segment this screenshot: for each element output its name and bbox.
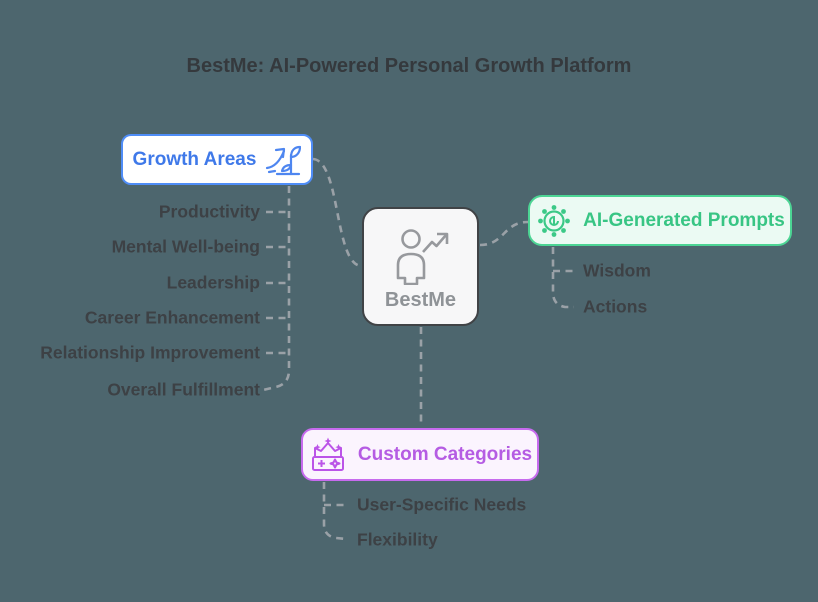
node-custom-categories: Custom Categories: [301, 428, 539, 481]
leaf-flexibility: Flexibility: [357, 529, 438, 550]
edge-growth-to-center: [312, 157, 363, 268]
node-ai-generated-prompts: AI-Generated Prompts: [528, 195, 792, 246]
leaf-actions: Actions: [583, 296, 648, 317]
edge-custom-children-spine: [322, 482, 347, 541]
leaf-user-specific-needs: User-Specific Needs: [357, 494, 527, 515]
person-trending-up-icon: [396, 229, 448, 285]
plant-growth-icon: [266, 145, 302, 175]
leaf-wisdom: Wisdom: [583, 260, 651, 281]
crown-category-icon: [311, 437, 344, 471]
diagram-title: BestMe: AI-Powered Personal Growth Platf…: [186, 55, 632, 77]
edge-growth-children-spine: [262, 186, 291, 392]
leaf-leadership: Leadership: [166, 272, 260, 293]
leaf-career-enhancement: Career Enhancement: [84, 307, 260, 328]
leaf-relationship-improvement: Relationship Improvement: [40, 342, 260, 363]
ai-generated-prompts-label: AI-Generated Prompts: [583, 209, 785, 231]
leaf-overall-fulfillment: Overall Fulfillment: [107, 379, 260, 400]
bestme-label: BestMe: [384, 289, 457, 311]
custom-categories-label: Custom Categories: [357, 443, 533, 465]
ai-gear-icon: [538, 204, 571, 237]
leaf-mental-well-being: Mental Well-being: [111, 236, 260, 257]
growth-areas-label: Growth Areas: [132, 148, 257, 170]
node-bestme: BestMe: [362, 207, 479, 326]
node-growth-areas: Growth Areas: [121, 134, 313, 185]
edge-center-to-ai: [479, 220, 529, 247]
leaf-productivity: Productivity: [158, 201, 260, 222]
edge-ai-children-spine: [551, 247, 574, 309]
